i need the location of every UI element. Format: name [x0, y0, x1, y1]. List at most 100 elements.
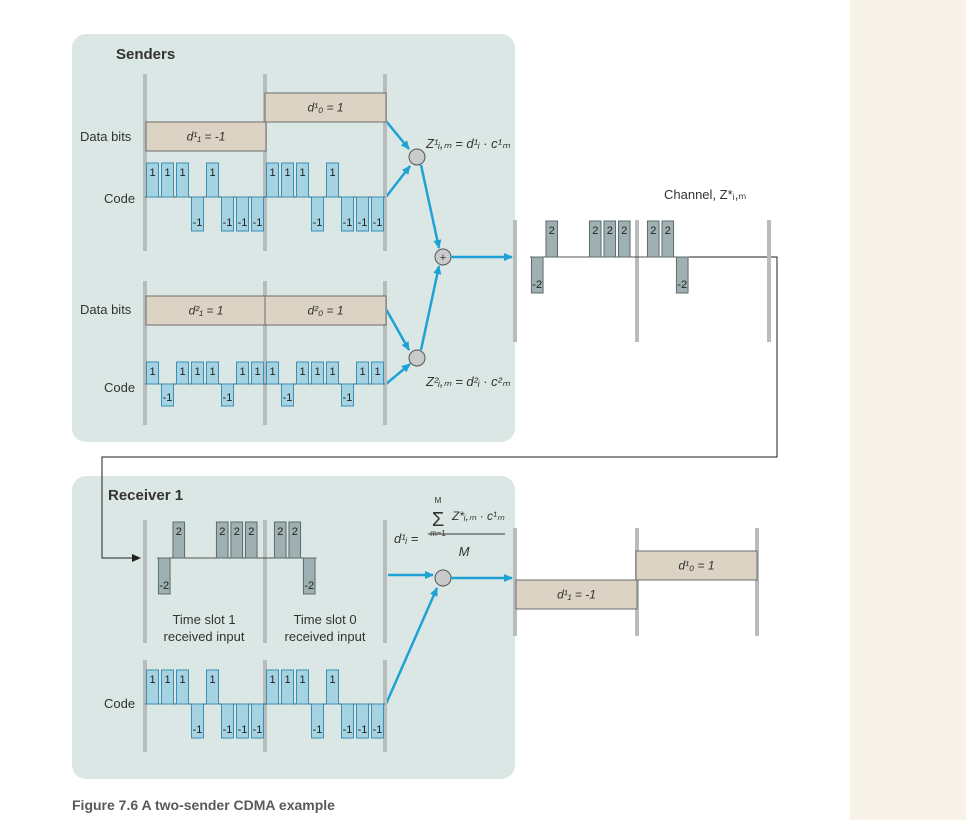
- received-chip: [302, 557, 316, 595]
- receiver-code-chip: [311, 703, 324, 739]
- sender1-code-chip: [146, 162, 159, 198]
- channel-to-receiver-wire: [101, 256, 778, 562]
- slot0-caption-line1: Time slot 0: [293, 612, 356, 627]
- sender1-code-chip: [191, 196, 204, 232]
- arrow-data1-to-mult1: [385, 120, 410, 150]
- received-chip: [215, 521, 229, 559]
- sender2-data-bits-label: Data bits: [80, 302, 132, 317]
- sender1-bit-slot1-label: d¹₁ = -1: [187, 130, 226, 144]
- received-chip-value: 2: [176, 526, 182, 538]
- channel-chip-value: 2: [621, 225, 627, 237]
- sender2-code-chip-value: 1: [209, 366, 215, 378]
- receiver-code-chip-value: 1: [209, 674, 215, 686]
- sender2-code-chip: [371, 361, 384, 385]
- sender2-bit-slot1-box: [145, 295, 267, 326]
- sender2-code-chip-value: 1: [374, 366, 380, 378]
- receiver-code-label: Code: [104, 696, 135, 711]
- receiver-code-chip: [236, 703, 249, 739]
- decode-formula-denominator: M: [459, 544, 470, 559]
- sender1-code-chip-value: -1: [373, 217, 383, 229]
- sender2-code-chip: [266, 361, 279, 385]
- receiver-code-chip: [326, 669, 339, 705]
- receiver-code-chip-value: 1: [149, 674, 155, 686]
- sender1-code-chip: [296, 162, 309, 198]
- sender2-code-chip-value: -1: [283, 392, 293, 404]
- sender2-code-chip: [251, 361, 264, 385]
- sender1-code-chip: [176, 162, 189, 198]
- slot-dividers: [143, 74, 771, 752]
- channel-chip: [675, 256, 689, 294]
- arrow-code2-to-mult2: [385, 363, 411, 385]
- sender1-code-chip: [311, 196, 324, 232]
- sender2-code-chip: [176, 361, 189, 385]
- sender2-bit-slot1-label: d²₁ = 1: [189, 304, 224, 318]
- receiver-code-chip-value: -1: [223, 724, 233, 736]
- decode-formula-sum-top: M: [435, 496, 442, 505]
- sender1-code-chip-value: 1: [329, 167, 335, 179]
- received-chip-value: 2: [248, 526, 254, 538]
- receiver-code-chip: [251, 703, 264, 739]
- channel-chip: [530, 256, 544, 294]
- output-bit-slot1-box: [515, 579, 638, 610]
- sender2-code-chip-value: -1: [223, 392, 233, 404]
- sender2-code-chip-value: 1: [239, 366, 245, 378]
- receiver-multiplier-node: [434, 569, 452, 587]
- sender1-code-chip-value: -1: [358, 217, 368, 229]
- sender1-code-chip-value: -1: [223, 217, 233, 229]
- sender1-code-chip: [281, 162, 294, 198]
- channel-chip: [545, 220, 559, 258]
- received-chip: [244, 521, 258, 559]
- sender1-multiplier-node: [408, 148, 426, 166]
- sender1-code-chip: [356, 196, 369, 232]
- sender1-code-label: Code: [104, 191, 135, 206]
- sender1-code-chip-value: 1: [179, 167, 185, 179]
- sender1-bit-slot0-box: [264, 92, 387, 123]
- received-chip: [157, 557, 171, 595]
- sender2-bit-slot0-box: [264, 295, 387, 326]
- sender1-code-chip: [221, 196, 234, 232]
- receiver-code-chip: [356, 703, 369, 739]
- sender1-code-chip: [236, 196, 249, 232]
- sender2-code-label: Code: [104, 380, 135, 395]
- sender1-code-chip: [251, 196, 264, 232]
- sender2-code-chip-value: 1: [254, 366, 260, 378]
- receiver-code-chip-value: -1: [358, 724, 368, 736]
- receiver-code-chip-value: 1: [299, 674, 305, 686]
- receiver-code-chip-value: 1: [164, 674, 170, 686]
- receiver-code-chip-value: 1: [329, 674, 335, 686]
- channel-chip: [617, 220, 631, 258]
- receiver-code-chip-value: -1: [373, 724, 383, 736]
- output-bit-slot1-label: d¹₁ = -1: [557, 588, 596, 602]
- receiver-code-chip: [281, 669, 294, 705]
- sender2-code-chip: [356, 361, 369, 385]
- signal-arrows: [384, 120, 513, 705]
- channel-chip-value: 2: [592, 225, 598, 237]
- channel-chip: [603, 220, 617, 258]
- sender1-code-chip-value: -1: [238, 217, 248, 229]
- senders-title: Senders: [116, 46, 175, 63]
- sender2-code-chip-value: 1: [359, 366, 365, 378]
- sender1-code-chip: [161, 162, 174, 198]
- received-chip-value: -2: [159, 580, 169, 592]
- receiver-code-chip-value: 1: [284, 674, 290, 686]
- receiver-code-chip-value: -1: [343, 724, 353, 736]
- receiver-code-chip-value: 1: [179, 674, 185, 686]
- sender1-code-chip: [371, 196, 384, 232]
- sender1-code-chip-value: 1: [149, 167, 155, 179]
- sender1-code-chip-value: 1: [209, 167, 215, 179]
- sender2-code-chip: [221, 383, 234, 407]
- channel-chip-value: -2: [532, 279, 542, 291]
- sender1-code-chip-value: -1: [313, 217, 323, 229]
- receiver-code-chip: [146, 669, 159, 705]
- sender2-code-chip-value: 1: [314, 366, 320, 378]
- arrow-code1-to-mult1: [385, 165, 411, 198]
- sender1-code-chip-value: 1: [269, 167, 275, 179]
- adder-plus-symbol: +: [440, 252, 446, 264]
- received-chip: [288, 521, 302, 559]
- receiver-code-chip: [371, 703, 384, 739]
- channel-chip-value: 2: [549, 225, 555, 237]
- slot0-caption-line2: received input: [285, 629, 366, 644]
- receiver-code-chip-value: -1: [193, 724, 203, 736]
